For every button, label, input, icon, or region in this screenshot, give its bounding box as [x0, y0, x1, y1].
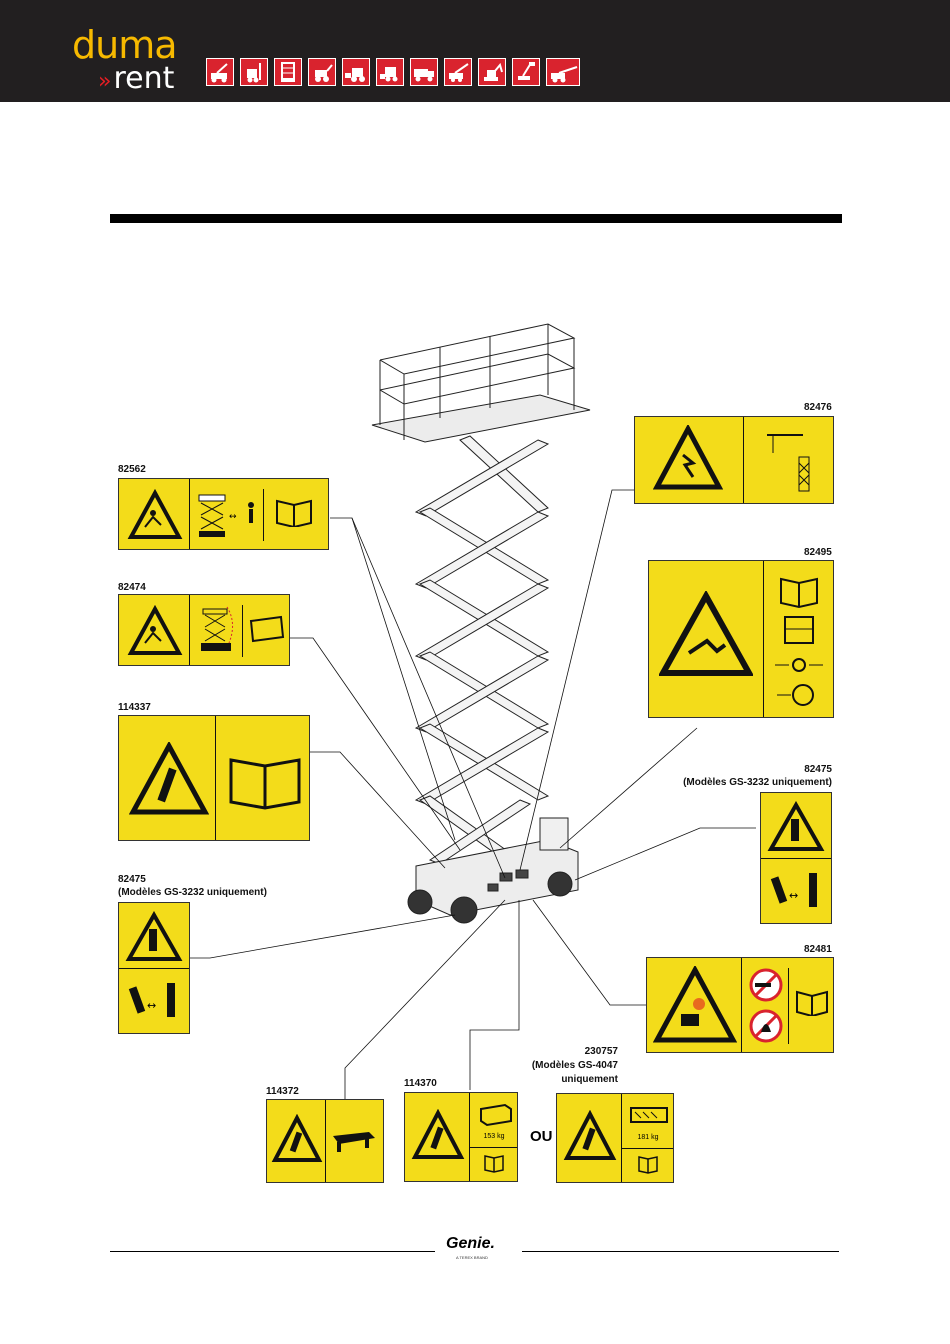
decal-82475-right: ↔ [760, 792, 832, 924]
svg-text:↔: ↔ [789, 889, 798, 902]
foot-crush-warning-icon [125, 911, 183, 963]
decal-82475-left-code: 82475 [118, 874, 146, 886]
instructions-icons [771, 569, 827, 713]
manual-open-icon [247, 615, 287, 643]
decal-82475-left: ↔ [118, 902, 190, 1034]
battery-tray-icon [627, 1100, 671, 1128]
decal-114372-code: 114372 [266, 1086, 299, 1098]
decal-82474-code: 82474 [118, 582, 146, 594]
decal-82476 [634, 416, 834, 504]
manual-icon [227, 754, 303, 810]
decal-230757-note2: uniquement [500, 1074, 618, 1086]
chassis-drawing [408, 818, 578, 923]
svg-text:↔: ↔ [229, 512, 237, 522]
decal-114337 [118, 715, 310, 841]
decal-82481-code: 82481 [804, 944, 832, 956]
footer-rule-right [522, 1251, 839, 1252]
foot-clearance-icon: ↔ [767, 867, 825, 917]
decal-82562: ↔ [118, 478, 329, 550]
scissor-pothole-icon [197, 603, 239, 659]
crush-hazard-warning-icon [659, 591, 753, 677]
decal-114372 [266, 1099, 384, 1183]
tray-out-icon [329, 1126, 379, 1156]
scissor-arms-drawing [416, 436, 548, 864]
svg-text:↔: ↔ [147, 999, 156, 1012]
weight-value: 181 kg [623, 1134, 673, 1141]
decal-82495 [648, 560, 834, 718]
decal-230757-note1: (Modèles GS-4047 [500, 1060, 618, 1072]
fall-hazard-warning-icon [127, 489, 183, 541]
weight-value: 153 kg [471, 1133, 517, 1140]
no-smoking-no-flame-icons [747, 966, 785, 1046]
explosion-hazard-warning-icon [653, 966, 737, 1044]
tipover-warning-icon [411, 1109, 465, 1163]
decal-82474 [118, 594, 290, 666]
decal-82562-code: 82562 [118, 464, 146, 476]
decal-82475-right-note: (Modèles GS-3232 uniquement) [660, 777, 832, 789]
tipover-warning-icon [271, 1114, 323, 1166]
decal-114370: 153 kg [404, 1092, 518, 1182]
manual-icon [275, 497, 315, 527]
genie-tagline: A TEREX BRAND [456, 1255, 488, 1260]
manual-icon [637, 1154, 659, 1174]
battery-box-icon [475, 1099, 515, 1127]
decal-82475-right-code: 82475 [680, 764, 832, 776]
keep-clear-icon: ↔ [195, 489, 261, 543]
footer-rule-left [110, 1251, 435, 1252]
decal-230757: 181 kg [556, 1093, 674, 1183]
foot-clearance-icon: ↔ [125, 977, 183, 1027]
tipover-warning-icon [563, 1110, 617, 1164]
decal-230757-code: 230757 [500, 1046, 618, 1058]
decal-114370-code: 114370 [404, 1078, 437, 1090]
fall-hazard-warning-icon [127, 605, 183, 657]
decal-82476-code: 82476 [804, 402, 832, 414]
tipover-warning-icon [129, 742, 209, 816]
manual-icon [483, 1153, 505, 1173]
decal-82495-code: 82495 [804, 547, 832, 559]
electrocution-warning-icon [653, 425, 723, 491]
decal-82475-left-note: (Modèles GS-3232 uniquement) [118, 887, 267, 899]
platform-drawing [372, 324, 590, 442]
foot-crush-warning-icon [767, 801, 825, 853]
genie-logo: Genie. [446, 1235, 495, 1253]
powerline-clearance-icon [763, 423, 823, 497]
decal-114337-code: 114337 [118, 702, 151, 714]
manual-icon [795, 988, 829, 1016]
decal-82481 [646, 957, 834, 1053]
or-label: OU [530, 1128, 553, 1145]
